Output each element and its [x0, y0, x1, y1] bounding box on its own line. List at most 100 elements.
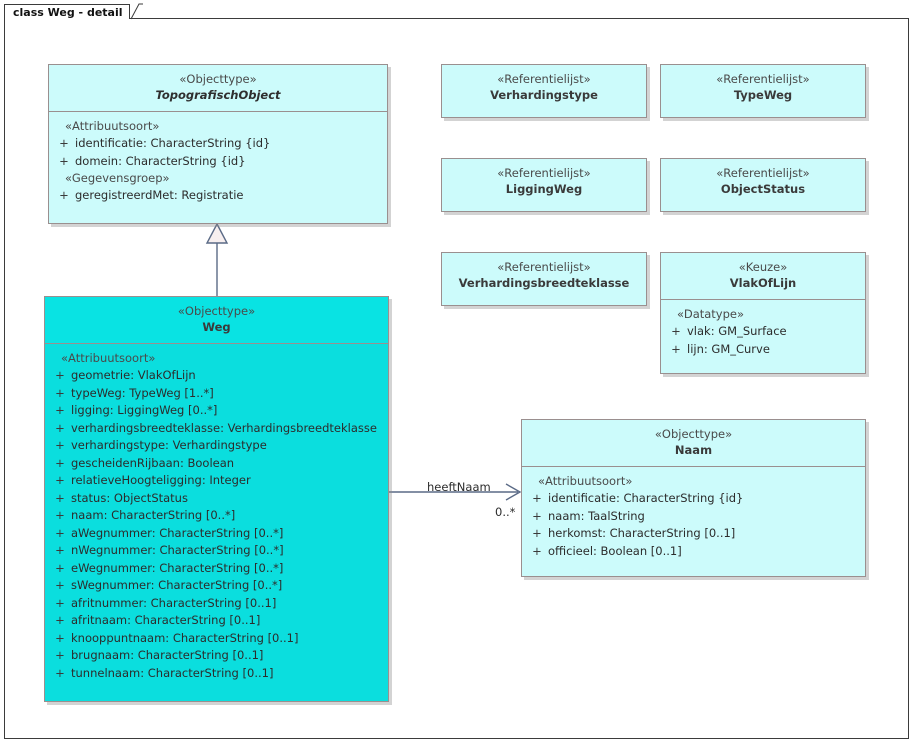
class-verhardingstype[interactable]: «Referentielijst» Verhardingstype	[441, 64, 647, 118]
diagram-title-tab: class Weg - detail	[4, 4, 130, 19]
attribute-text: identificatie: CharacterString {id}	[548, 491, 744, 505]
attribute-text: eWegnummer: CharacterString [0..*]	[71, 560, 284, 575]
attribute-row: + gescheidenRijbaan: Boolean	[49, 455, 384, 473]
attribute-group-label: «Gegevensgroep»	[65, 171, 170, 185]
class-liggingweg[interactable]: «Referentielijst» LiggingWeg	[441, 158, 647, 212]
attribute-group-label: «Datatype»	[677, 307, 745, 321]
attribute-visibility: +	[55, 595, 65, 610]
compartment-divider	[49, 111, 387, 112]
association-target-multiplicity: 0..*	[495, 505, 516, 519]
attribute-text: officieel: Boolean [0..1]	[548, 543, 682, 558]
attribute-visibility: +	[671, 341, 681, 356]
attribute-text: gescheidenRijbaan: Boolean	[71, 455, 235, 470]
attribute-text: verhardingstype: Verhardingstype	[71, 438, 267, 452]
class-name: Weg	[202, 320, 231, 334]
class-header-topografischobject: «Objecttype» TopografischObject	[49, 65, 387, 111]
attribute-row: + herkomst: CharacterString [0..1]	[526, 525, 861, 543]
class-topografischobject[interactable]: «Objecttype» TopografischObject «Attribu…	[48, 64, 388, 224]
attribute-row: +naam: TaalString	[526, 508, 861, 526]
attribute-text: typeWeg: TypeWeg [1..*]	[71, 385, 214, 400]
compartment-divider	[45, 343, 388, 344]
attribute-row: + identificatie: CharacterString {id}	[526, 490, 861, 508]
attribute-text: naam: CharacterString [0..*]	[71, 508, 236, 522]
attribute-visibility: +	[532, 491, 542, 505]
attribute-visibility: +	[55, 543, 65, 557]
compartment-divider	[661, 299, 865, 300]
class-name: Verhardingsbreedteklasse	[458, 276, 630, 290]
attribute-visibility: +	[55, 455, 65, 470]
attribute-row: + brugnaam: CharacterString [0..1]	[49, 647, 384, 665]
attribute-row: + identificatie: CharacterString {id}	[53, 135, 383, 153]
attribute-text: identificatie: CharacterString {id}	[75, 136, 271, 150]
attribute-row: +afritnaam: CharacterString [0..1]	[49, 612, 384, 630]
attribute-visibility: +	[55, 665, 65, 680]
attribute-row: +verhardingsbreedteklasse: Verhardingsbr…	[49, 420, 384, 438]
class-stereotype: «Referentielijst»	[497, 260, 591, 274]
attribute-visibility: +	[55, 525, 65, 540]
attribute-visibility: +	[55, 473, 65, 487]
class-verhardingsbreedteklasse[interactable]: «Referentielijst» Verhardingsbreedteklas…	[441, 252, 647, 306]
attribute-row: + status: ObjectStatus	[49, 490, 384, 508]
attribute-visibility: +	[55, 403, 65, 417]
attribute-visibility: +	[55, 490, 65, 505]
attribute-text: vlak: GM_Surface	[687, 324, 787, 338]
attribute-row: +afritnummer: CharacterString [0..1]	[49, 595, 384, 613]
attribute-visibility: +	[55, 578, 65, 592]
class-weg[interactable]: «Objecttype» Weg «Attribuutsoort» +geome…	[44, 296, 389, 702]
compartment-divider	[522, 466, 865, 467]
class-header-weg: «Objecttype» Weg	[45, 297, 388, 343]
attribute-row: +eWegnummer: CharacterString [0..*]	[49, 560, 384, 578]
class-header-objectstatus: «Referentielijst» ObjectStatus	[661, 159, 865, 205]
attribute-visibility: +	[532, 543, 542, 558]
class-name: ObjectStatus	[720, 182, 806, 196]
attribute-text: brugnaam: CharacterString [0..1]	[71, 648, 264, 662]
class-header-verhardingstype: «Referentielijst» Verhardingstype	[442, 65, 646, 111]
class-attributes-naam: «Attribuutsoort» + identificatie: Charact…	[522, 467, 865, 567]
attribute-row: +typeWeg: TypeWeg [1..*]	[49, 385, 384, 403]
attribute-row: +verhardingstype: Verhardingstype	[49, 437, 384, 455]
class-header-typeweg: «Referentielijst» TypeWeg	[661, 65, 865, 111]
attribute-row: + ligging: LiggingWeg [0..*]	[49, 402, 384, 420]
attribute-visibility: +	[59, 153, 69, 168]
class-name: TopografischObject	[155, 88, 281, 102]
attribute-text: nWegnummer: CharacterString [0..*]	[71, 543, 284, 557]
diagram-title: class Weg - detail	[13, 6, 123, 19]
class-stereotype: «Keuze»	[738, 260, 788, 274]
attribute-visibility: +	[532, 508, 542, 523]
class-objectstatus[interactable]: «Referentielijst» ObjectStatus	[660, 158, 866, 212]
attribute-text: ligging: LiggingWeg [0..*]	[71, 403, 218, 417]
attribute-row: + officieel: Boolean [0..1]	[526, 543, 861, 561]
attribute-text: geometrie: VlakOfLijn	[71, 368, 196, 382]
attribute-text: status: ObjectStatus	[71, 490, 188, 505]
attribute-row: +knooppuntnaam: CharacterString [0..1]	[49, 630, 384, 648]
attribute-row: + nWegnummer: CharacterString [0..*]	[49, 542, 384, 560]
attribute-visibility: +	[55, 613, 65, 627]
attribute-row: + sWegnummer: CharacterString [0..*]	[49, 577, 384, 595]
class-header-vlakoflijn: «Keuze» VlakOfLijn	[661, 253, 865, 299]
class-naam[interactable]: «Objecttype» Naam «Attribuutsoort» +iden…	[521, 419, 866, 577]
attribute-visibility: +	[59, 136, 69, 150]
attribute-visibility: +	[55, 508, 65, 522]
class-stereotype: «Referentielijst»	[716, 72, 810, 86]
class-typeweg[interactable]: «Referentielijst» TypeWeg	[660, 64, 866, 118]
attribute-text: relatieveHoogteligging: Integer	[71, 473, 251, 487]
attribute-text: aWegnummer: CharacterString [0..*]	[71, 525, 284, 540]
attribute-text: sWegnummer: CharacterString [0..*]	[71, 578, 283, 592]
class-stereotype: «Objecttype»	[179, 72, 257, 86]
class-attributes-weg: «Attribuutsoort» +geometrie: VlakOfLijn …	[45, 344, 388, 689]
attribute-visibility: +	[55, 368, 65, 382]
class-name: LiggingWeg	[505, 182, 583, 196]
attribute-visibility: +	[532, 526, 542, 540]
attribute-group-label: «Attribuutsoort»	[538, 474, 633, 488]
attribute-text: domein: CharacterString {id}	[75, 153, 246, 168]
class-attributes-topografischobject: «Attribuutsoort» + identificatie: Charac…	[49, 112, 387, 212]
class-vlakoflijn[interactable]: «Keuze» VlakOfLijn «Datatype» + vlak: GM_…	[660, 252, 866, 374]
attribute-group-label: «Attribuutsoort»	[65, 119, 160, 133]
attribute-visibility: +	[55, 648, 65, 662]
class-name: Verhardingstype	[490, 88, 598, 102]
attribute-text: herkomst: CharacterString [0..1]	[548, 526, 736, 540]
attribute-visibility: +	[55, 420, 65, 435]
attribute-text: geregistreerdMet: Registratie	[75, 188, 244, 202]
association-label: heeftNaam	[427, 480, 491, 494]
